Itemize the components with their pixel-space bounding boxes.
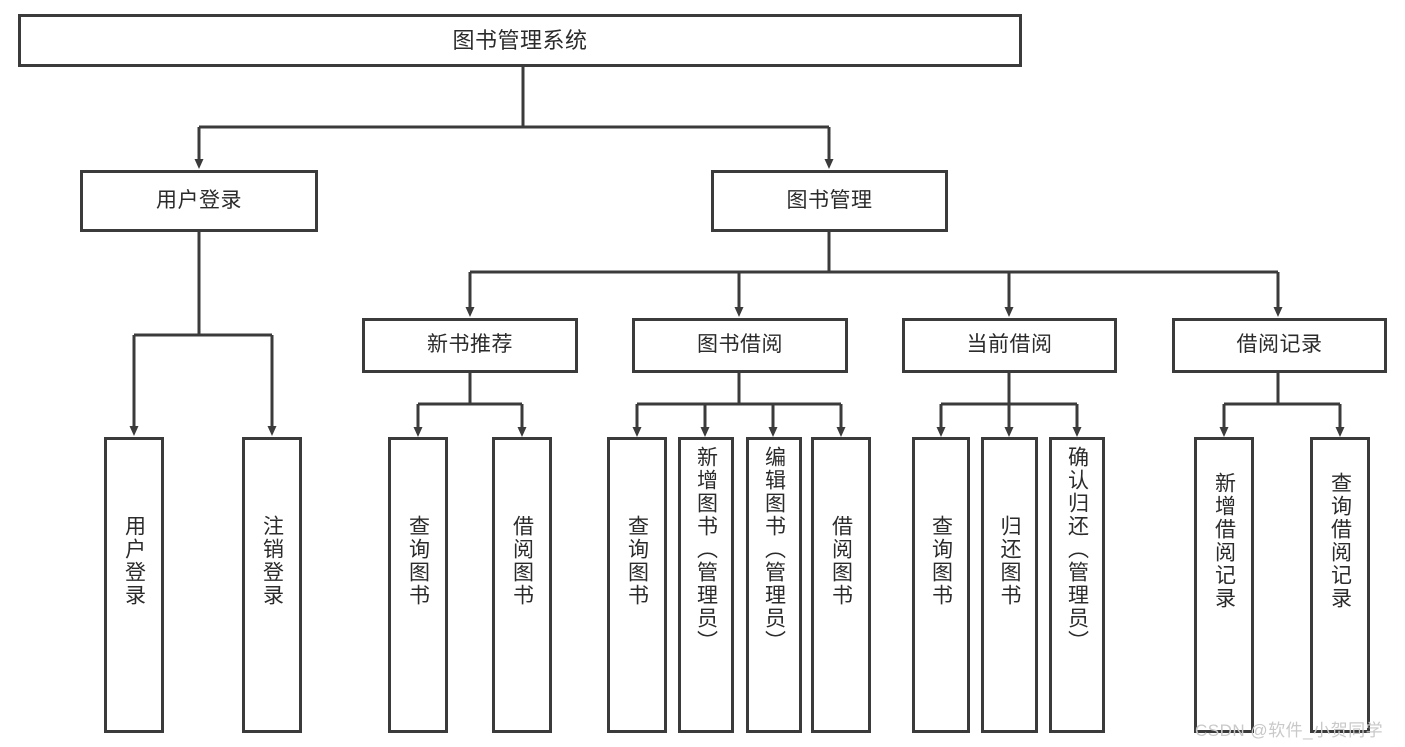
node-book-management-label: 图书管理 (786, 188, 873, 212)
node-new-book-recommend[interactable]: 新书推荐 (362, 318, 578, 373)
node-book-management[interactable]: 图书管理 (711, 170, 948, 232)
leaf-borrow-add-book-label: 新增图书（管理员） (694, 446, 718, 653)
node-book-borrow[interactable]: 图书借阅 (632, 318, 848, 373)
leaf-recommend-borrow-book-label: 借阅图书 (510, 515, 534, 607)
leaf-user-login-label: 用户登录 (122, 515, 146, 607)
node-current-borrow[interactable]: 当前借阅 (902, 318, 1117, 373)
leaf-current-query-book-label: 查询图书 (929, 515, 953, 607)
node-book-borrow-label: 图书借阅 (697, 333, 783, 357)
leaf-current-return-book-label: 归还图书 (998, 515, 1021, 607)
leaf-borrow-edit-book-label: 编辑图书（管理员） (762, 446, 786, 653)
leaf-logout-label: 注销登录 (260, 515, 284, 607)
leaf-recommend-query-book-label: 查询图书 (406, 515, 430, 607)
leaf-current-query-book[interactable]: 查询图书 (912, 437, 970, 733)
leaf-current-return-book[interactable]: 归还图书 (981, 437, 1038, 733)
node-root[interactable]: 图书管理系统 (18, 14, 1022, 67)
node-borrow-record[interactable]: 借阅记录 (1172, 318, 1387, 373)
leaf-recommend-borrow-book[interactable]: 借阅图书 (492, 437, 552, 733)
leaf-record-add[interactable]: 新增借阅记录 (1194, 437, 1254, 733)
leaf-current-confirm-return-label: 确认归还（管理员） (1065, 446, 1089, 653)
node-current-borrow-label: 当前借阅 (966, 333, 1053, 357)
leaf-user-login[interactable]: 用户登录 (104, 437, 164, 733)
leaf-borrow-add-book[interactable]: 新增图书（管理员） (678, 437, 734, 733)
leaf-record-query-label: 查询借阅记录 (1328, 472, 1352, 610)
node-new-book-recommend-label: 新书推荐 (427, 333, 513, 357)
node-user-login[interactable]: 用户登录 (80, 170, 318, 232)
leaf-borrow-borrow-book-label: 借阅图书 (829, 515, 853, 607)
node-borrow-record-label: 借阅记录 (1236, 333, 1323, 357)
leaf-borrow-edit-book[interactable]: 编辑图书（管理员） (746, 437, 802, 733)
leaf-current-confirm-return[interactable]: 确认归还（管理员） (1049, 437, 1105, 733)
leaf-borrow-borrow-book[interactable]: 借阅图书 (811, 437, 871, 733)
leaf-borrow-query-book-label: 查询图书 (625, 515, 649, 607)
leaf-record-add-label: 新增借阅记录 (1212, 472, 1236, 610)
leaf-recommend-query-book[interactable]: 查询图书 (388, 437, 448, 733)
leaf-borrow-query-book[interactable]: 查询图书 (607, 437, 667, 733)
node-root-label: 图书管理系统 (452, 27, 588, 53)
node-user-login-label: 用户登录 (156, 188, 242, 212)
leaf-logout[interactable]: 注销登录 (242, 437, 302, 733)
csdn-watermark: CSDN @软件_小贺同学 (1195, 721, 1384, 740)
leaf-record-query[interactable]: 查询借阅记录 (1310, 437, 1370, 733)
